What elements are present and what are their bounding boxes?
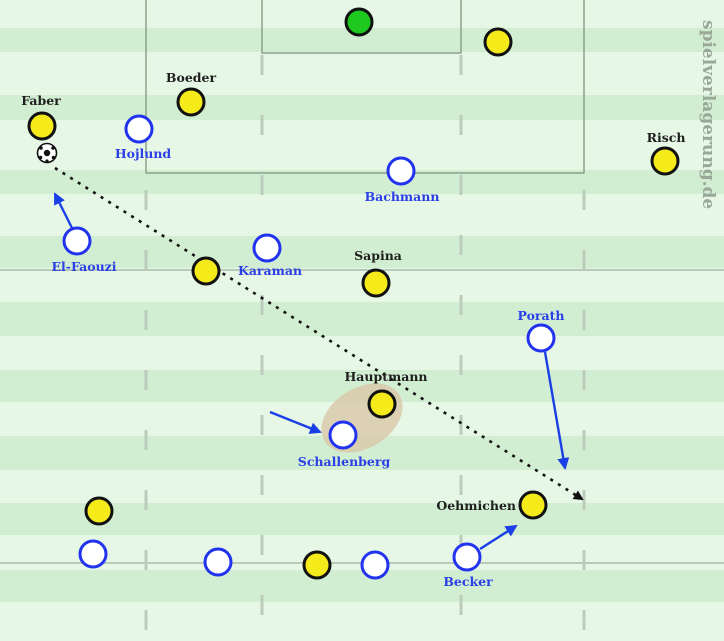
yellow-team	[27, 7, 680, 580]
player-yellow-mid-left	[191, 256, 221, 286]
label-schallenberg: Schallenberg	[298, 454, 391, 469]
label-hojlund: Hojlund	[115, 146, 172, 161]
player-yellow-bottom-left	[84, 496, 114, 526]
player-blue-bottom-2	[203, 547, 233, 577]
player-karaman	[252, 233, 282, 263]
player-hauptmann	[367, 389, 397, 419]
label-risch: Risch	[647, 130, 686, 145]
player-yellow-bottom-center	[302, 550, 332, 580]
player-boeder	[176, 87, 206, 117]
run-arrow-becker	[479, 524, 518, 551]
player-bachmann	[386, 156, 416, 186]
player-blue-bottom-3	[360, 550, 390, 580]
label-boeder: Boeder	[166, 70, 217, 85]
player-risch	[650, 146, 680, 176]
player-schallenberg	[328, 420, 358, 450]
label-becker: Becker	[443, 574, 493, 589]
label-faber: Faber	[21, 93, 61, 108]
label-bachmann: Bachmann	[365, 189, 440, 204]
goalkeeper-marker	[344, 7, 374, 37]
player-becker	[452, 542, 482, 572]
player-porath	[526, 323, 556, 353]
six-yard-box	[261, 0, 462, 54]
label-el-faouzi: El-Faouzi	[51, 259, 116, 274]
label-oehmichen: Oehmichen	[436, 498, 516, 513]
label-karaman: Karaman	[238, 263, 302, 278]
soccer-ball-icon	[36, 142, 58, 164]
player-oehmichen	[518, 490, 548, 520]
label-porath: Porath	[518, 308, 565, 323]
player-hojlund	[124, 114, 154, 144]
zone-lines	[144, 55, 586, 641]
run-arrow-el-faouzi	[53, 192, 74, 229]
label-hauptmann: Hauptmann	[344, 369, 427, 384]
player-faber	[27, 111, 57, 141]
penalty-box	[145, 0, 585, 174]
player-el-faouzi	[62, 226, 92, 256]
player-yellow-top-right	[483, 27, 513, 57]
label-sapina: Sapina	[354, 248, 402, 263]
run-arrow-porath	[543, 351, 570, 470]
watermark: spielverlagerung.de	[698, 20, 718, 209]
blue-team	[62, 114, 556, 580]
run-arrows	[53, 192, 570, 551]
player-blue-bottom-1	[78, 539, 108, 569]
player-sapina	[361, 268, 391, 298]
run-arrow-schallenberg	[269, 410, 322, 434]
